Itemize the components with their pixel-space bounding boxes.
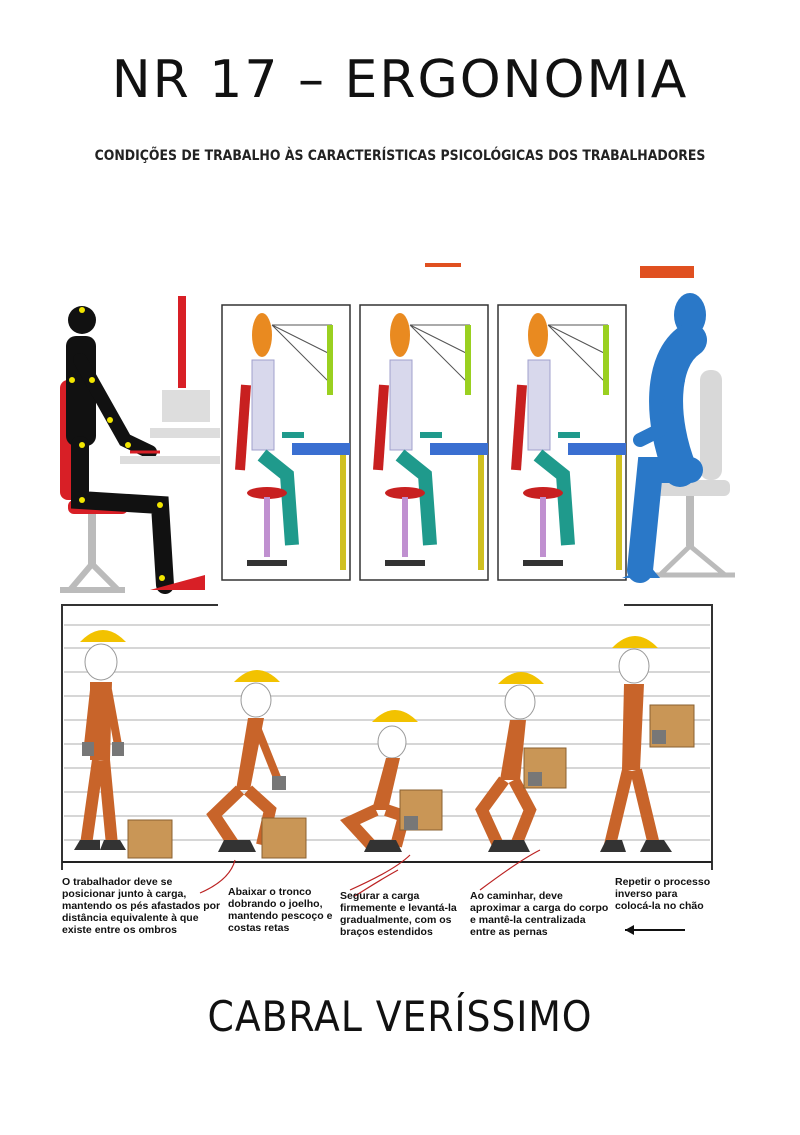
cover-subtitle: CONDIÇÕES DE TRABALHO ÀS CARACTERÍSTICAS… (94, 148, 706, 164)
blue-figure-chair (622, 266, 735, 583)
worker-step-5 (600, 636, 695, 852)
black-figure-chair (60, 296, 220, 594)
cover-title: NR 17 – ERGONOMIA (111, 50, 689, 110)
step-3-caption: Segurar a carga firmemente e levantá-la … (340, 890, 457, 938)
workstation-panel-1 (221, 304, 351, 581)
step-2-caption: Abaixar o tronco dobrando o joelho, mant… (228, 886, 333, 934)
worker-step-1 (74, 630, 173, 859)
step-4-caption: Ao caminhar, deve aproximar a carga do c… (470, 890, 609, 938)
worker-step-4 (475, 672, 567, 852)
workstation-panels (221, 263, 627, 581)
step-1-caption: O trabalhador deve se posicionar junto à… (62, 876, 221, 936)
worker-step-2 (206, 670, 307, 859)
worker-step-3 (340, 710, 443, 852)
caption-arrows (199, 849, 541, 897)
workstation-panel-3 (497, 304, 627, 581)
step-5-caption: Repetir o processo inverso para colocá-l… (615, 876, 711, 912)
workstation-panel-2 (359, 304, 489, 581)
author-name: CABRAL VERÍSSIMO (207, 992, 593, 1041)
